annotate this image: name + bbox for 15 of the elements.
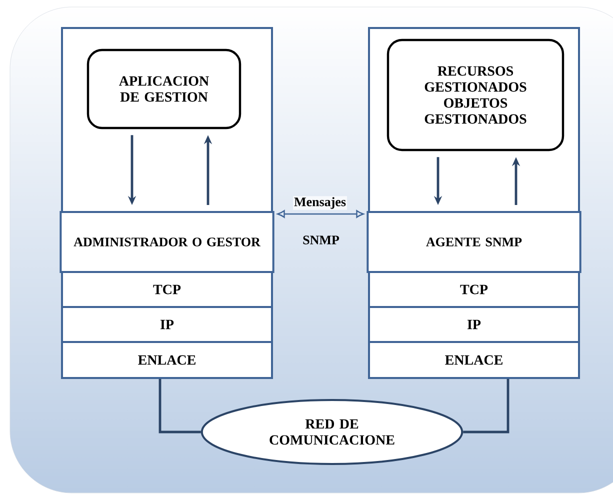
layer-box: ADMINISTRADOR O GESTOR bbox=[60, 211, 274, 273]
layer-box: ENLACE bbox=[61, 341, 273, 379]
connector-line bbox=[463, 379, 510, 434]
layer-box: TCP bbox=[61, 271, 273, 308]
process-box: APLICACION DE GESTION bbox=[86, 48, 242, 130]
layer-box: IP bbox=[61, 306, 273, 343]
layer-box: AGENTE SNMP bbox=[366, 211, 582, 273]
process-box: RECURSOS GESTIONADOS OBJETOS GESTIONADOS bbox=[386, 38, 564, 152]
edge-label: Mensajes bbox=[293, 196, 347, 210]
connector-line bbox=[158, 379, 201, 434]
protocol-label: SNMP bbox=[303, 236, 340, 244]
arrow bbox=[277, 210, 364, 218]
layer-box: IP bbox=[368, 306, 580, 343]
layer-box: TCP bbox=[368, 271, 580, 308]
layer-box: ENLACE bbox=[368, 341, 580, 379]
